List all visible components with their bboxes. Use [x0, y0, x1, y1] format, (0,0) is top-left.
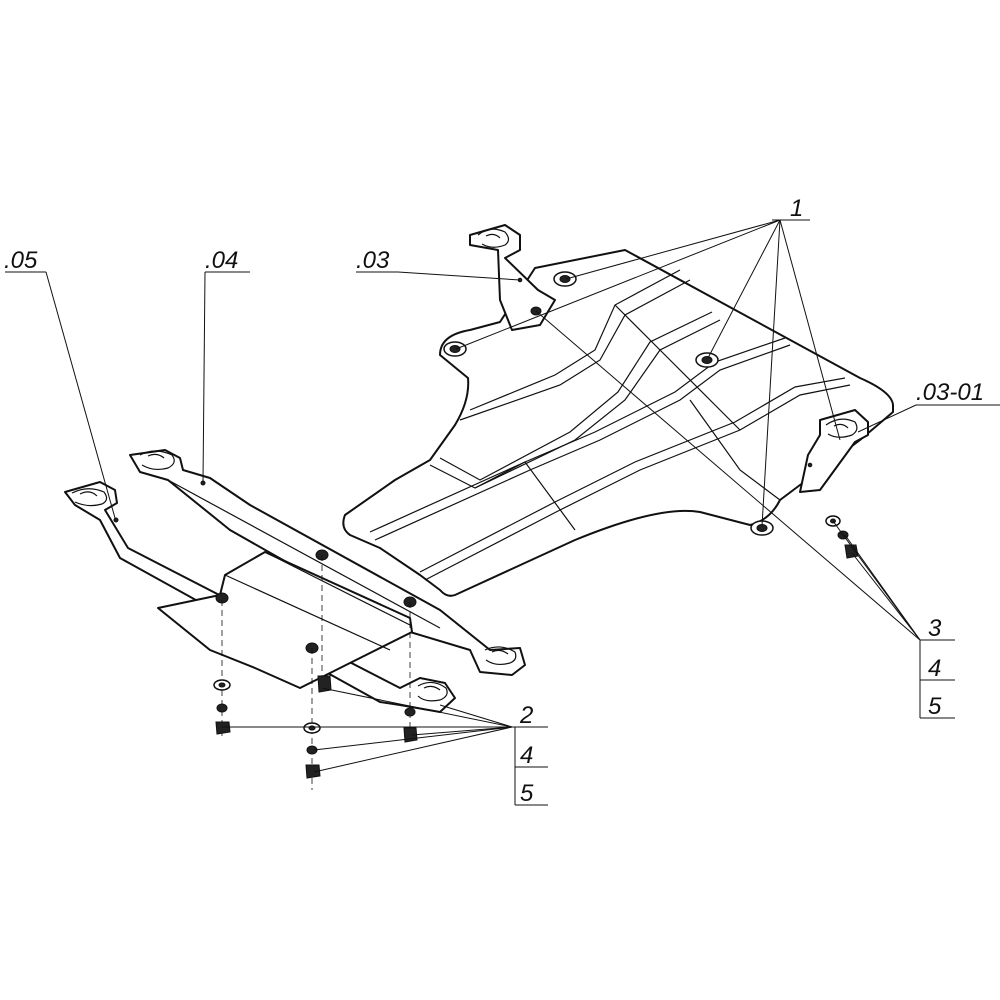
label-item-5-left: 5: [520, 780, 534, 807]
label-item-3: 3: [928, 615, 942, 642]
label-item-5-right: 5: [928, 693, 942, 720]
label-item-4-left: 4: [520, 742, 533, 769]
label-item-1: 1: [790, 195, 803, 222]
hardware-stack-right: [825, 515, 859, 559]
leader-lines: [5, 219, 1000, 806]
label-part-05: .05: [4, 247, 38, 274]
label-part-03: .03: [356, 247, 390, 274]
crossmember-04: [129, 449, 526, 676]
bracket-03-01: [799, 409, 869, 493]
label-item-4-right: 4: [928, 655, 941, 682]
label-part-03-01: .03-01: [916, 379, 984, 406]
label-item-2: 2: [519, 702, 533, 729]
label-part-04: .04: [205, 247, 238, 274]
lower-shield: [157, 549, 417, 689]
crossmember-05: [64, 481, 456, 713]
fastener-axis-lines: [221, 555, 411, 790]
main-skid-plate: [342, 249, 894, 597]
